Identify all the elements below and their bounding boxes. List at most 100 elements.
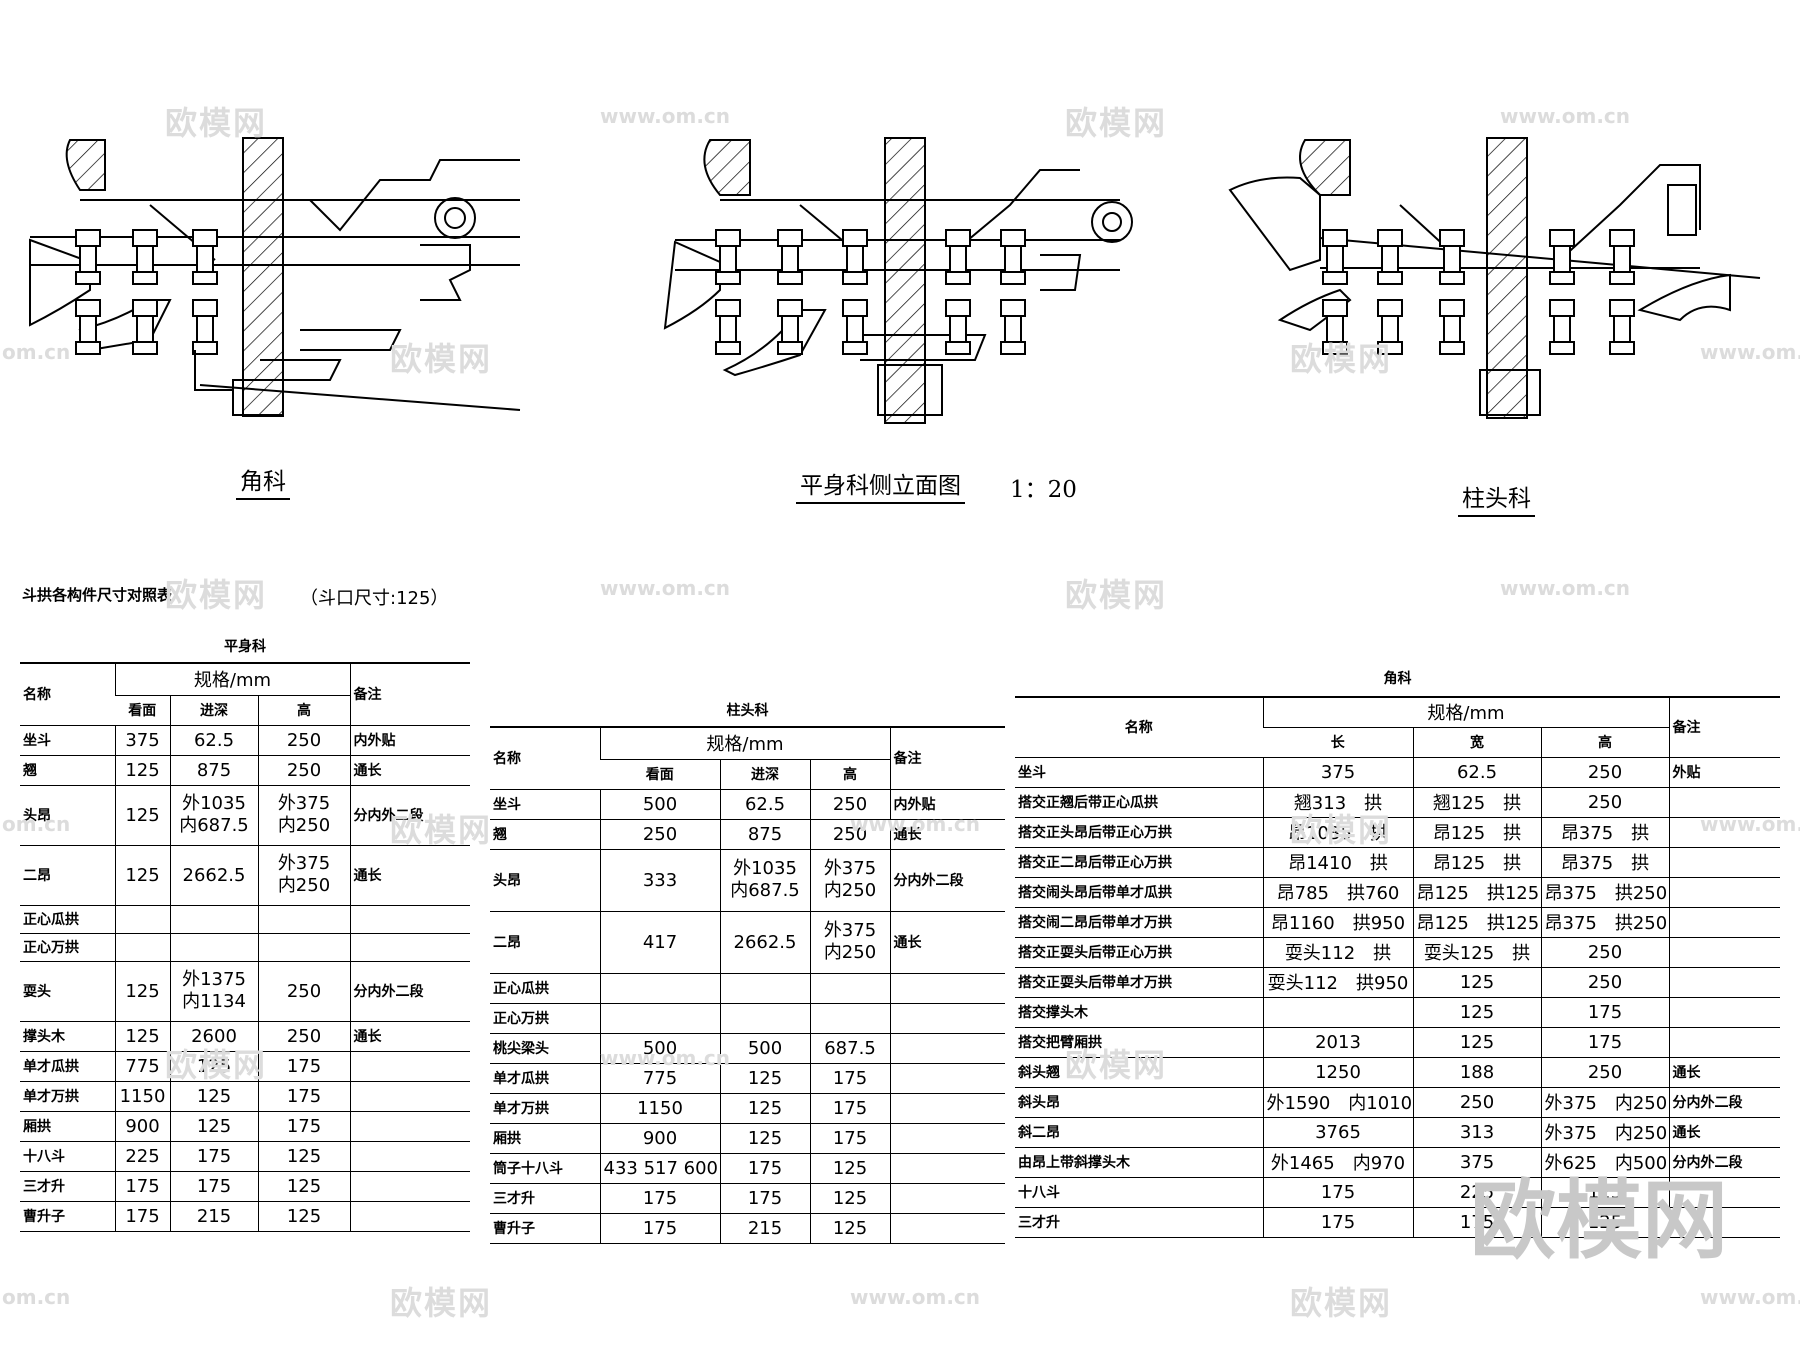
dimension-cell: [169, 905, 258, 934]
dimension-cell: [719, 973, 810, 1004]
component-name: 搭交正头昂后带正心万拱: [1015, 817, 1263, 848]
dimension-cell: 外1590 内1010: [1262, 1087, 1413, 1118]
component-name: 厢拱: [490, 1123, 600, 1154]
col-note-header: 备注: [889, 726, 1005, 790]
remark-cell: [889, 1123, 1005, 1154]
dimension-cell: 62.5: [719, 789, 810, 820]
remark-cell: [889, 1033, 1005, 1064]
component-name: 搭交闹头昂后带单才瓜拱: [1015, 877, 1263, 908]
component-name: 单才瓜拱: [490, 1063, 600, 1094]
dimension-cell: 775: [114, 1051, 170, 1082]
dimension-cell: [1262, 997, 1413, 1028]
dimension-cell: 125: [809, 1183, 890, 1214]
dimension-cell: 昂785 拱760: [1262, 877, 1413, 908]
col-name-header: 名称: [1015, 696, 1263, 758]
dimension-cell: 昂1410 拱: [1262, 847, 1413, 878]
watermark-url: om.cn: [2, 1285, 71, 1309]
dimension-cell: 775: [599, 1063, 720, 1094]
watermark-url: www.om.cn: [600, 576, 731, 600]
remark-cell: [889, 1183, 1005, 1214]
remark-cell: [349, 1111, 470, 1142]
component-name: 坐斗: [1015, 757, 1263, 788]
remark-cell: 通长: [349, 1021, 470, 1052]
dimension-cell: [719, 1003, 810, 1034]
dimension-cell: 昂375 拱: [1540, 847, 1669, 878]
dimension-cell: 175: [809, 1123, 890, 1154]
dimension-cell: 62.5: [169, 725, 258, 756]
component-name: 搭交正耍头后带正心万拱: [1015, 937, 1263, 968]
dimension-cell: 翘125 拱: [1412, 787, 1541, 818]
dimension-cell: 125: [257, 1171, 350, 1202]
dimension-cell: 125: [1412, 967, 1541, 998]
component-name: 撑头木: [20, 1021, 115, 1052]
component-name: 斜头翘: [1015, 1057, 1263, 1088]
remark-cell: 分内外二段: [889, 849, 1005, 912]
component-name: 二昂: [20, 845, 115, 906]
component-name: 正心万拱: [490, 1003, 600, 1034]
dimension-cell: 外625 内500: [1540, 1147, 1669, 1178]
dimension-cell: 125: [257, 1141, 350, 1172]
dimension-cell: 375: [114, 725, 170, 756]
component-name: 翘: [490, 819, 600, 850]
dimension-cell: 250: [809, 789, 890, 820]
component-name: 曹升子: [20, 1201, 115, 1232]
remark-cell: 通长: [889, 819, 1005, 850]
dimension-cell: 175: [719, 1153, 810, 1184]
col-spec-header: 规格/mm: [599, 726, 890, 760]
jiaoke-drawing-title: 角科: [236, 462, 290, 500]
dimension-cell: 2013: [1262, 1027, 1413, 1058]
dimension-cell: 250: [1540, 757, 1669, 788]
remark-cell: 分内外二段: [349, 961, 470, 1022]
watermark-cn: 欧模网: [165, 576, 268, 614]
dimension-cell: 875: [719, 819, 810, 850]
dimension-cell: 175: [257, 1081, 350, 1112]
remark-cell: [349, 1051, 470, 1082]
component-name: 搭交把臂厢拱: [1015, 1027, 1263, 1058]
dimension-cell: 375: [1262, 757, 1413, 788]
dimension-cell: 175: [599, 1213, 720, 1244]
table-row: 搭交正头昂后带正心万拱昂1035 拱昂125 拱昂375 拱: [1015, 817, 1780, 848]
dimension-cell: 250: [809, 819, 890, 850]
remark-cell: 通长: [349, 755, 470, 786]
dimension-cell: 125: [719, 1123, 810, 1154]
col-name-header: 名称: [20, 662, 115, 726]
sub-header: 宽: [1412, 727, 1541, 758]
pingshen-drawing-title: 平身科侧立面图: [796, 466, 965, 504]
site-logo-watermark: 欧模网: [1470, 1171, 1728, 1271]
dimension-cell: 昂125 拱: [1412, 847, 1541, 878]
remark-cell: [889, 1093, 1005, 1124]
dimension-cell: 687.5: [809, 1033, 890, 1064]
component-name: 单才万拱: [20, 1081, 115, 1112]
dimension-cell: 外375 内250: [1540, 1087, 1669, 1118]
dimension-cell: 215: [169, 1201, 258, 1232]
col-note-header: 备注: [1668, 696, 1780, 758]
dimension-cell: 125: [1412, 1027, 1541, 1058]
remark-cell: [1668, 1207, 1780, 1238]
dimension-cell: 125: [114, 785, 170, 846]
dimension-cell: [257, 933, 350, 962]
dimension-cell: 250: [1540, 787, 1669, 818]
dimension-cell: 175: [169, 1171, 258, 1202]
remark-cell: [1668, 937, 1780, 968]
dimension-cell: 175: [257, 1111, 350, 1142]
dimension-cell: [169, 933, 258, 962]
remark-cell: [1668, 817, 1780, 848]
dimension-cell: 225: [1412, 1177, 1541, 1208]
col-spec-header: 规格/mm: [1262, 696, 1669, 728]
dimension-cell: 250: [257, 725, 350, 756]
component-name: 搭交闹二昂后带单才万拱: [1015, 907, 1263, 938]
